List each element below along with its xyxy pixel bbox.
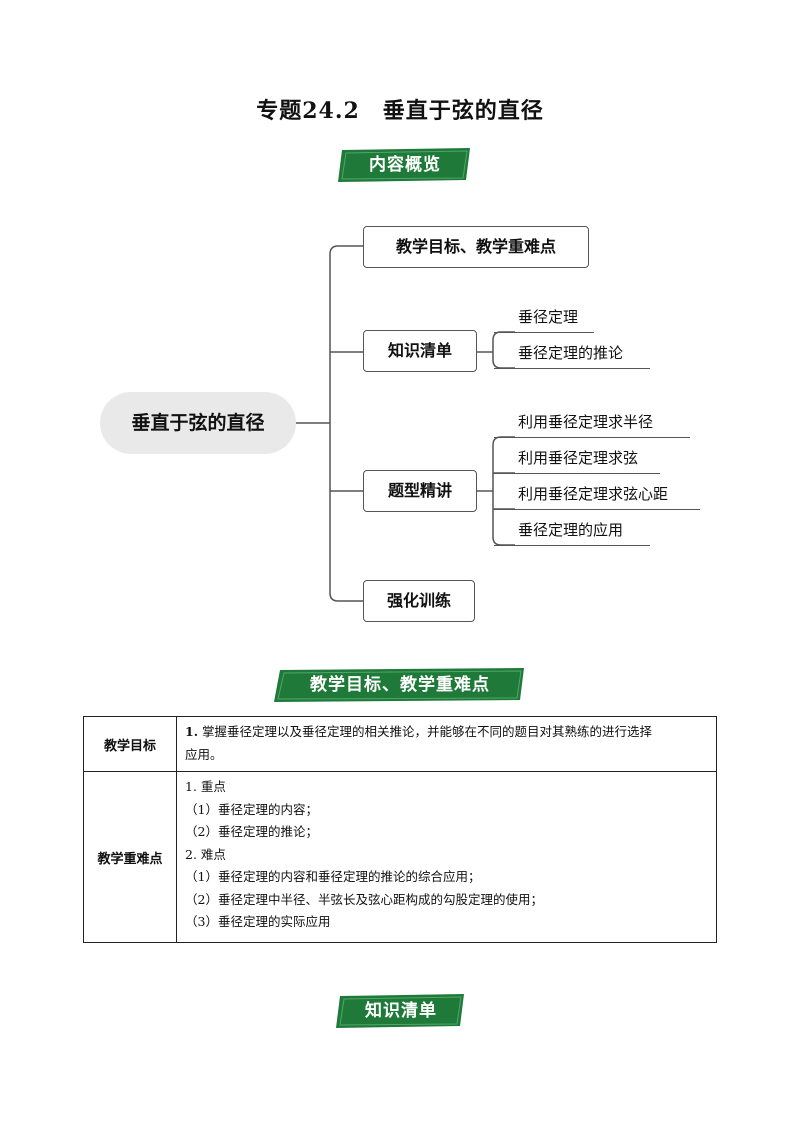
section-banner-overview: 内容概览 [336,148,474,182]
banner-label: 内容概览 [369,155,441,175]
banner-label: 知识清单 [365,1001,437,1021]
page-title: 专题24.2 垂直于弦的直径 [256,98,544,124]
key-points-line: 2. 难点 [185,846,226,862]
mindmap-leaf: 利用垂径定理求弦 [494,446,660,474]
mindmap-branch-practice: 强化训练 [363,580,475,622]
banner-shape [336,994,464,1028]
objectives-text-2: 应用。 [185,746,223,762]
mindmap-branch-knowledge: 知识清单 [363,330,477,372]
mindmap-leaf: 利用垂径定理求弦心距 [494,482,700,510]
mindmap-leaf: 垂径定理的推论 [494,341,650,369]
section-banner-objectives: 教学目标、教学重难点 [272,668,528,702]
key-points-line: （1）垂径定理的内容； [185,801,318,817]
mindmap-branch-objectives: 教学目标、教学重难点 [363,226,589,268]
banner-shape [274,668,524,702]
key-points-line: （3）垂径定理的实际应用 [185,914,331,929]
key-points-line: （2）垂径定理中半径、半弦长及弦心距构成的勾股定理的使用； [185,891,543,907]
table-row: 教学重难点 1. 重点 （1）垂径定理的内容； （2）垂径定理的推论； 2. 难… [83,771,717,943]
key-points-line: （1）垂径定理的内容和垂径定理的推论的综合应用； [185,869,481,884]
objectives-line-1: 1. 掌握垂径定理以及垂径定理的相关推论，并能够在不同的题目对其熟练的进行选择 [185,721,708,744]
key-points-line: 1. 重点 [185,779,226,794]
mindmap-leaf: 垂径定理 [494,305,594,333]
key-points-content: 1. 重点 （1）垂径定理的内容； （2）垂径定理的推论； 2. 难点 （1）垂… [176,771,717,943]
section-banner-knowledge: 知识清单 [334,994,468,1028]
key-points-line: （2）垂径定理的推论； [185,824,318,839]
banner-label: 教学目标、教学重难点 [310,675,490,695]
row-header-key-points: 教学重难点 [83,771,177,943]
mindmap-leaf: 垂径定理的应用 [494,518,650,546]
table-row: 教学目标 1. 掌握垂径定理以及垂径定理的相关推论，并能够在不同的题目对其熟练的… [83,716,717,772]
mindmap-leaf: 利用垂径定理求半径 [494,410,690,438]
objectives-table: 教学目标 1. 掌握垂径定理以及垂径定理的相关推论，并能够在不同的题目对其熟练的… [83,716,717,943]
row-header-objectives: 教学目标 [83,716,177,772]
mindmap-root: 垂直于弦的直径 [100,392,296,454]
objectives-text-1: 掌握垂径定理以及垂径定理的相关推论，并能够在不同的题目对其熟练的进行选择 [202,724,653,739]
mindmap-branch-topics: 题型精讲 [363,470,477,512]
objectives-content: 1. 掌握垂径定理以及垂径定理的相关推论，并能够在不同的题目对其熟练的进行选择 … [176,716,717,772]
objectives-number: 1. [185,724,199,739]
banner-shape [338,148,470,182]
